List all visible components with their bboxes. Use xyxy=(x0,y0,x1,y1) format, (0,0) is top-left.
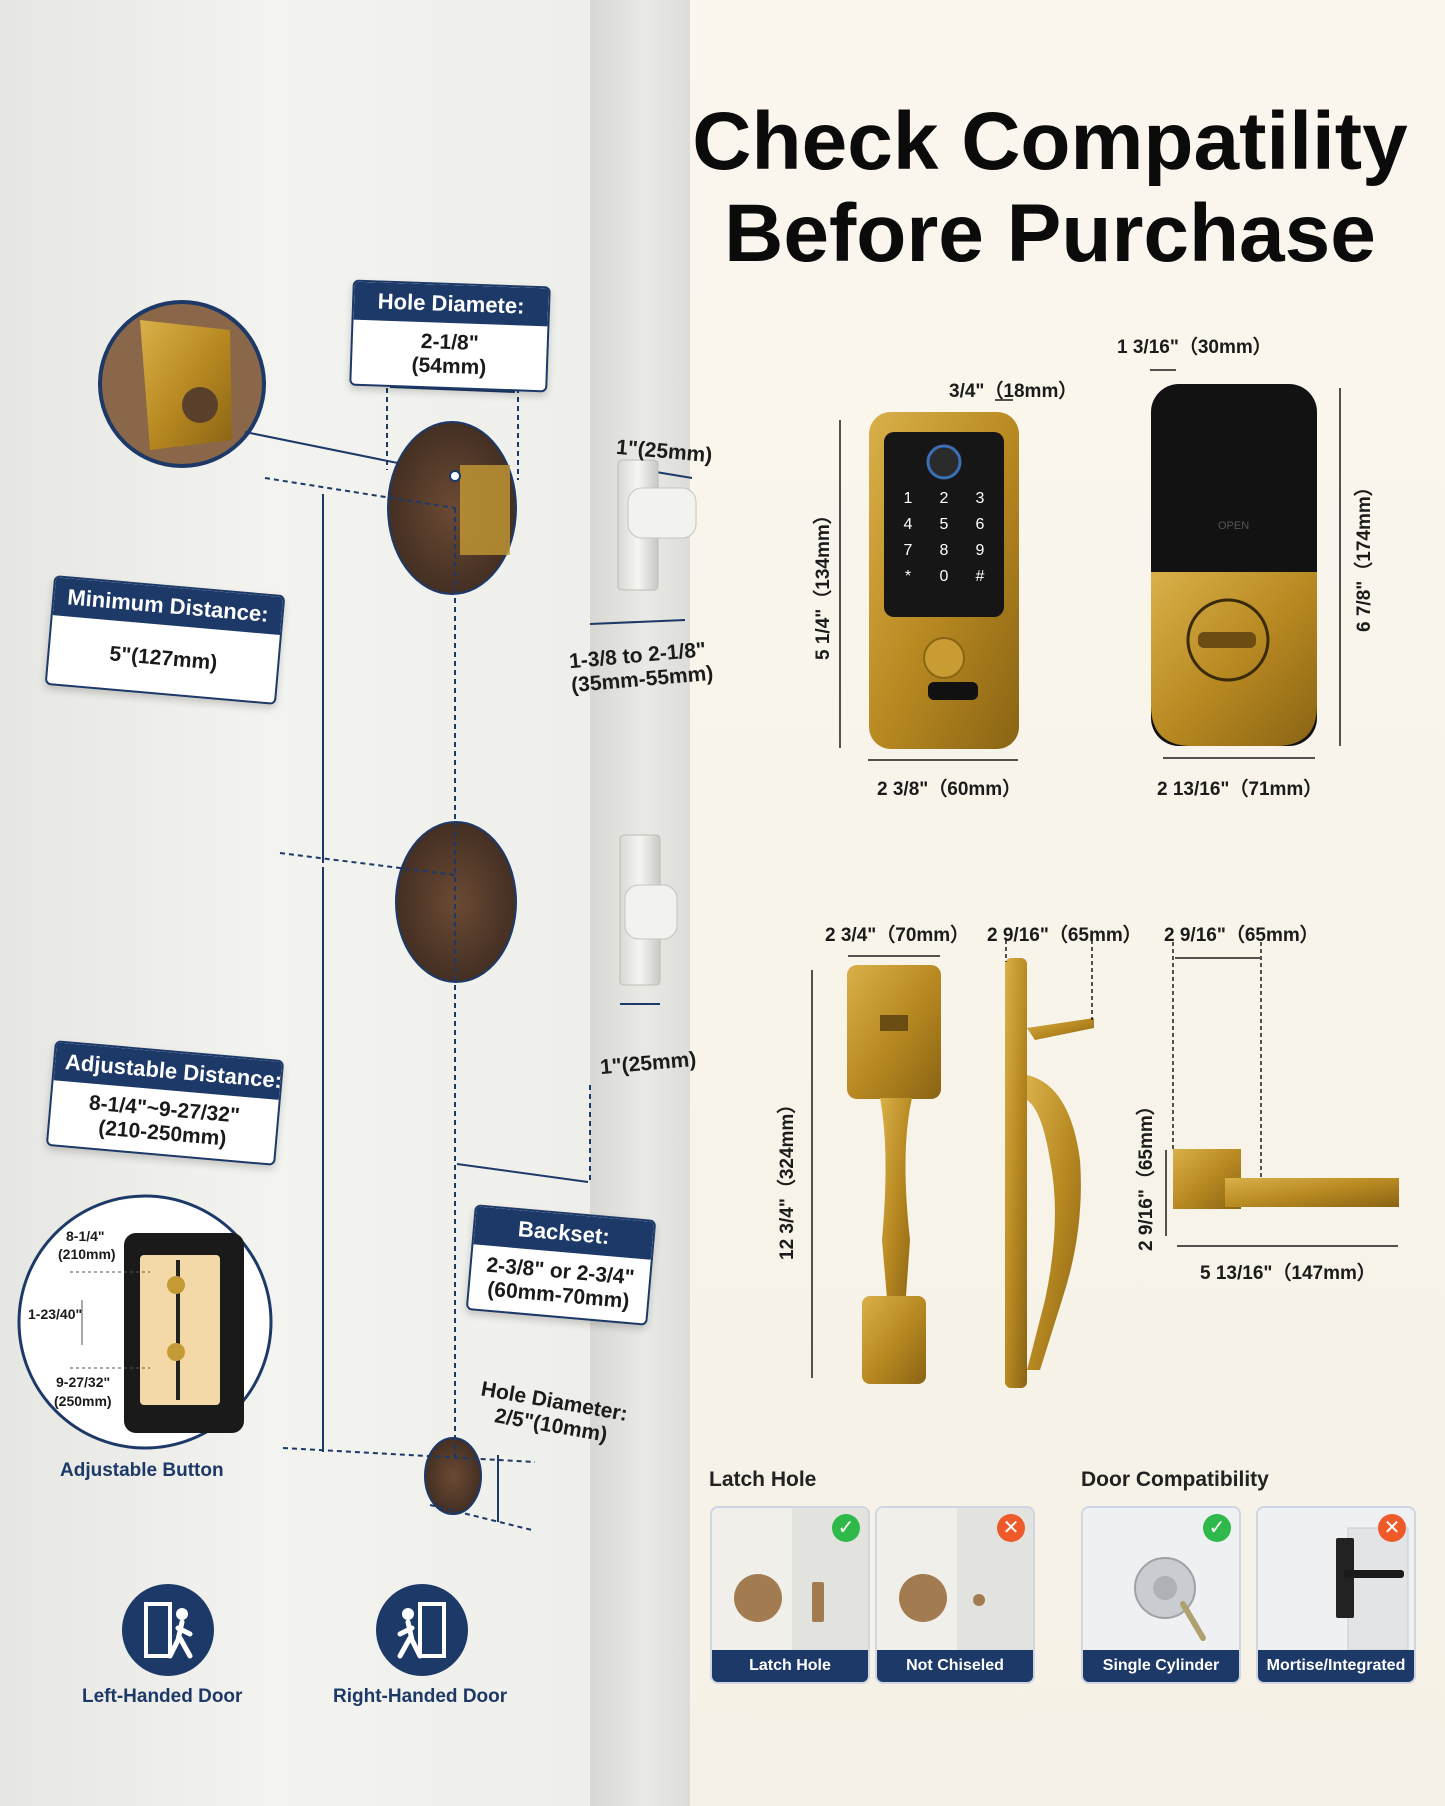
left-handed-door-label: Left-Handed Door xyxy=(82,1686,243,1707)
headline-line-2: Before Purchase xyxy=(724,188,1376,279)
inset-bottom-mm: (250mm) xyxy=(54,1393,112,1409)
key-hash: # xyxy=(975,568,985,585)
back-unit-open-text: OPEN xyxy=(1218,520,1250,532)
adjustable-distance-callout: Adjustable Distance: 8-1/4"~9-27/32" (21… xyxy=(45,1040,285,1166)
spec-panel xyxy=(690,0,1445,1806)
latch-on-edge xyxy=(619,834,678,986)
back-unit-drawing xyxy=(1150,369,1341,759)
lever-drawing xyxy=(1165,942,1399,1247)
adjustable-inset xyxy=(17,1194,273,1450)
keypad-keys: 1 2 3 4 5 6 7 8 9 * 0 # xyxy=(890,490,1000,586)
inset-top-mm: (210mm) xyxy=(58,1246,116,1262)
handle-side-depth-label: 2 9/16"（65mm） xyxy=(987,925,1142,946)
handle-bore-hole xyxy=(395,821,517,983)
deadbolt-on-edge xyxy=(617,459,697,591)
lever-length-label: 5 13/16"（147mm） xyxy=(1200,1263,1376,1284)
hole-diameter-callout: Hole Diamete: 2-1/8" (54mm) xyxy=(349,279,551,393)
hole-diameter-mm: (54mm) xyxy=(411,353,487,380)
keypad-width-label: 2 3/8"（60mm） xyxy=(877,779,1022,800)
keypad-height-label: 5 1/4"（134mm） xyxy=(813,505,834,660)
back-unit-width-label: 2 13/16"（71mm） xyxy=(1157,779,1323,800)
door-compat-title: Door Compatibility xyxy=(1081,1468,1269,1491)
headline: Check Compatility Before Purchase xyxy=(660,96,1440,280)
single-cylinder-label: Single Cylinder xyxy=(1083,1650,1239,1682)
inset-top-value: 8-1/4" xyxy=(66,1228,105,1244)
keypad-depth-label: 3/4"（18mm） xyxy=(949,381,1078,402)
mortise-label: Mortise/Integrated xyxy=(1258,1650,1414,1682)
latch-closeup-inset xyxy=(98,300,453,475)
mortise-tile: ✕ Mortise/Integrated xyxy=(1256,1506,1416,1684)
small-bore-hole xyxy=(424,1437,482,1515)
right-handed-door-label: Right-Handed Door xyxy=(333,1686,508,1707)
latch-hole-tile-ok: ✓ Latch Hole xyxy=(710,1506,870,1684)
keypad-front-drawing xyxy=(839,399,1019,761)
key-5: 5 xyxy=(939,516,949,533)
key-2: 2 xyxy=(939,490,949,507)
backset-callout: Backset: 2-3/8" or 2-3/4" (60mm-70mm) xyxy=(465,1204,657,1326)
latch-hole-tile-label: Latch Hole xyxy=(712,1650,868,1682)
key-star: * xyxy=(904,568,912,585)
right-handed-door-icon xyxy=(376,1584,468,1676)
minimum-distance-callout: Minimum Distance: 5"(127mm) xyxy=(44,575,286,705)
key-7: 7 xyxy=(903,542,913,559)
latch-hole-title: Latch Hole xyxy=(709,1468,817,1491)
back-unit-height-label: 6 7/8"（174mm） xyxy=(1354,477,1375,632)
inset-bottom-value: 9-27/32" xyxy=(56,1374,111,1390)
cross-icon: ✕ xyxy=(1378,1514,1406,1542)
dimension-arrows xyxy=(322,386,693,1522)
handle-side-drawing xyxy=(1005,940,1094,1388)
key-4: 4 xyxy=(903,516,913,533)
inset-mid-value: 1-23/40" xyxy=(28,1306,83,1322)
key-1: 1 xyxy=(903,490,913,507)
not-chiseled-tile-label: Not Chiseled xyxy=(877,1650,1033,1682)
handle-height-label: 12 3/4"（324mm） xyxy=(777,1094,798,1260)
key-3: 3 xyxy=(975,490,985,507)
dimension-guides xyxy=(264,370,591,1531)
handle-front-drawing xyxy=(811,955,941,1384)
key-9: 9 xyxy=(975,542,985,559)
key-8: 8 xyxy=(939,542,949,559)
lever-depth-label: 2 9/16"（65mm） xyxy=(1164,925,1319,946)
check-icon: ✓ xyxy=(1203,1514,1231,1542)
single-cylinder-tile: ✓ Single Cylinder xyxy=(1081,1506,1241,1684)
handle-front-width-label: 2 3/4"（70mm） xyxy=(825,925,970,946)
key-0: 0 xyxy=(939,568,949,585)
left-handed-door-icon xyxy=(122,1584,214,1676)
key-6: 6 xyxy=(975,516,985,533)
adjustable-button-caption: Adjustable Button xyxy=(60,1460,224,1481)
not-chiseled-tile: ✕ Not Chiseled xyxy=(875,1506,1035,1684)
headline-line-1: Check Compatility xyxy=(692,96,1408,187)
back-unit-depth-label: 1 3/16"（30mm） xyxy=(1117,337,1272,358)
check-icon: ✓ xyxy=(832,1514,860,1542)
cross-icon: ✕ xyxy=(997,1514,1025,1542)
lever-height-label: 2 9/16"（65mm） xyxy=(1136,1096,1157,1251)
